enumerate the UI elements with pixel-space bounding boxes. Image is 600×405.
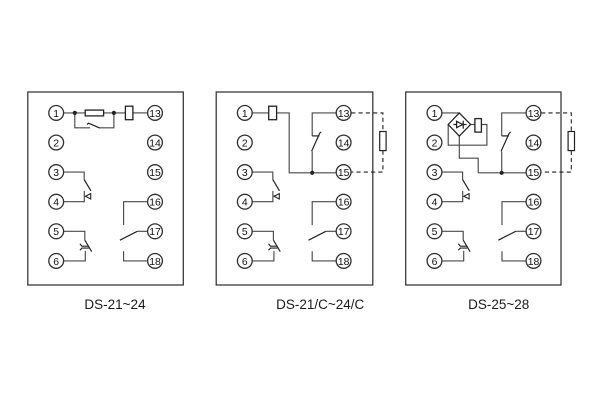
svg-text:4: 4 [53,198,59,209]
svg-text:15: 15 [338,168,350,179]
svg-text:2: 2 [53,138,59,149]
svg-text:2: 2 [432,138,438,149]
svg-text:4: 4 [432,198,438,209]
svg-text:17: 17 [149,227,161,238]
svg-text:17: 17 [528,227,540,238]
svg-text:16: 16 [528,198,540,209]
svg-text:DS-21~24: DS-21~24 [84,297,146,312]
svg-text:18: 18 [149,257,161,268]
svg-text:13: 13 [338,109,350,120]
svg-text:4: 4 [242,198,248,209]
svg-text:6: 6 [432,257,438,268]
svg-text:1: 1 [432,109,438,120]
svg-text:6: 6 [242,257,248,268]
svg-text:18: 18 [528,257,540,268]
svg-text:15: 15 [149,168,161,179]
svg-text:18: 18 [338,257,350,268]
svg-text:DS-21/C~24/C: DS-21/C~24/C [276,297,364,312]
svg-text:3: 3 [53,168,59,179]
svg-text:5: 5 [53,227,59,238]
svg-text:3: 3 [242,168,248,179]
svg-text:5: 5 [432,227,438,238]
svg-text:13: 13 [149,109,161,120]
svg-text:14: 14 [338,138,350,149]
svg-text:14: 14 [149,138,161,149]
svg-text:13: 13 [528,109,540,120]
svg-text:6: 6 [53,257,59,268]
svg-text:17: 17 [338,227,350,238]
svg-text:2: 2 [242,138,248,149]
svg-text:14: 14 [528,138,540,149]
svg-text:16: 16 [338,198,350,209]
svg-text:5: 5 [242,227,248,238]
svg-text:DS-25~28: DS-25~28 [468,297,529,312]
svg-text:1: 1 [53,109,59,120]
svg-text:16: 16 [149,198,161,209]
svg-text:3: 3 [432,168,438,179]
svg-text:1: 1 [242,109,248,120]
svg-text:15: 15 [528,168,540,179]
